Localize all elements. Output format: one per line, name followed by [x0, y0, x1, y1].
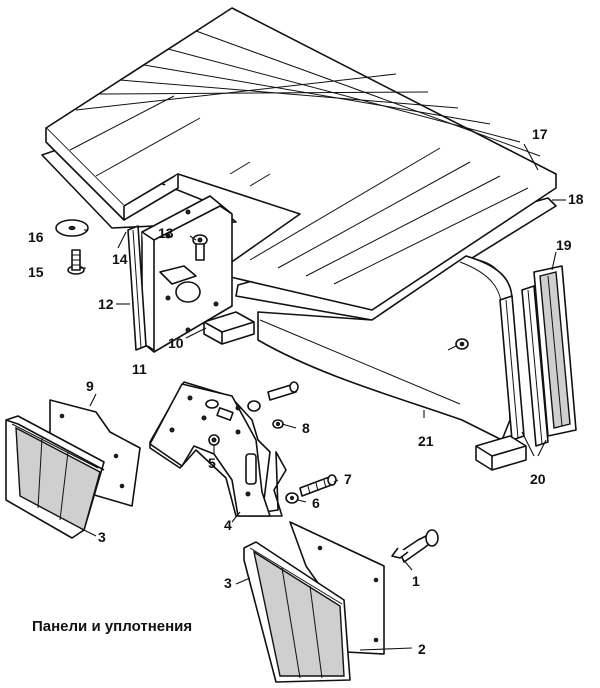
callout-4: 4	[224, 517, 232, 533]
part-3-lower-louvre-panel	[243, 541, 351, 683]
callout-9: 9	[86, 378, 94, 394]
callout-7: 7	[344, 471, 352, 487]
shell-screw	[447, 338, 469, 351]
callout-14: 14	[112, 251, 128, 267]
callout-11: 11	[132, 361, 147, 377]
part-8-bolt	[247, 381, 299, 429]
callout-15: 15	[28, 264, 44, 280]
callout-21: 21	[418, 433, 434, 449]
part-1-push-rivet	[391, 529, 439, 563]
part-15-bolt	[67, 249, 85, 275]
callout-12: 12	[98, 296, 114, 312]
part-6-washer	[285, 492, 299, 504]
callout-8: 8	[302, 420, 310, 436]
part-20-vertical-seals	[499, 285, 549, 447]
part-4-center-bracket	[149, 381, 287, 517]
part-16-washer	[55, 219, 89, 237]
callout-19: 19	[556, 237, 572, 253]
callout-16: 16	[28, 229, 44, 245]
leader-lines	[79, 143, 566, 651]
part-12-left-seal-strip	[127, 225, 147, 351]
foam-pad-lower-right	[475, 435, 527, 471]
callout-5: 5	[208, 455, 216, 471]
part-7-bolt	[299, 474, 337, 497]
part-10-foam-pad	[203, 311, 255, 345]
callout-13: 13	[158, 225, 174, 241]
callout-10: 10	[168, 335, 184, 351]
callout-3-left: 3	[98, 529, 106, 545]
part-13-screw	[192, 234, 208, 261]
part-11-bracket-panel	[141, 195, 233, 353]
callout-6: 6	[312, 495, 320, 511]
callout-2: 2	[418, 641, 426, 657]
callout-3-lower: 3	[224, 575, 232, 591]
callout-20: 20	[530, 471, 546, 487]
callout-18: 18	[568, 191, 584, 207]
callout-17: 17	[532, 126, 548, 142]
part-5-screw	[208, 434, 220, 454]
diagram-caption: Панели и уплотнения	[32, 618, 193, 635]
callout-1: 1	[412, 573, 420, 589]
